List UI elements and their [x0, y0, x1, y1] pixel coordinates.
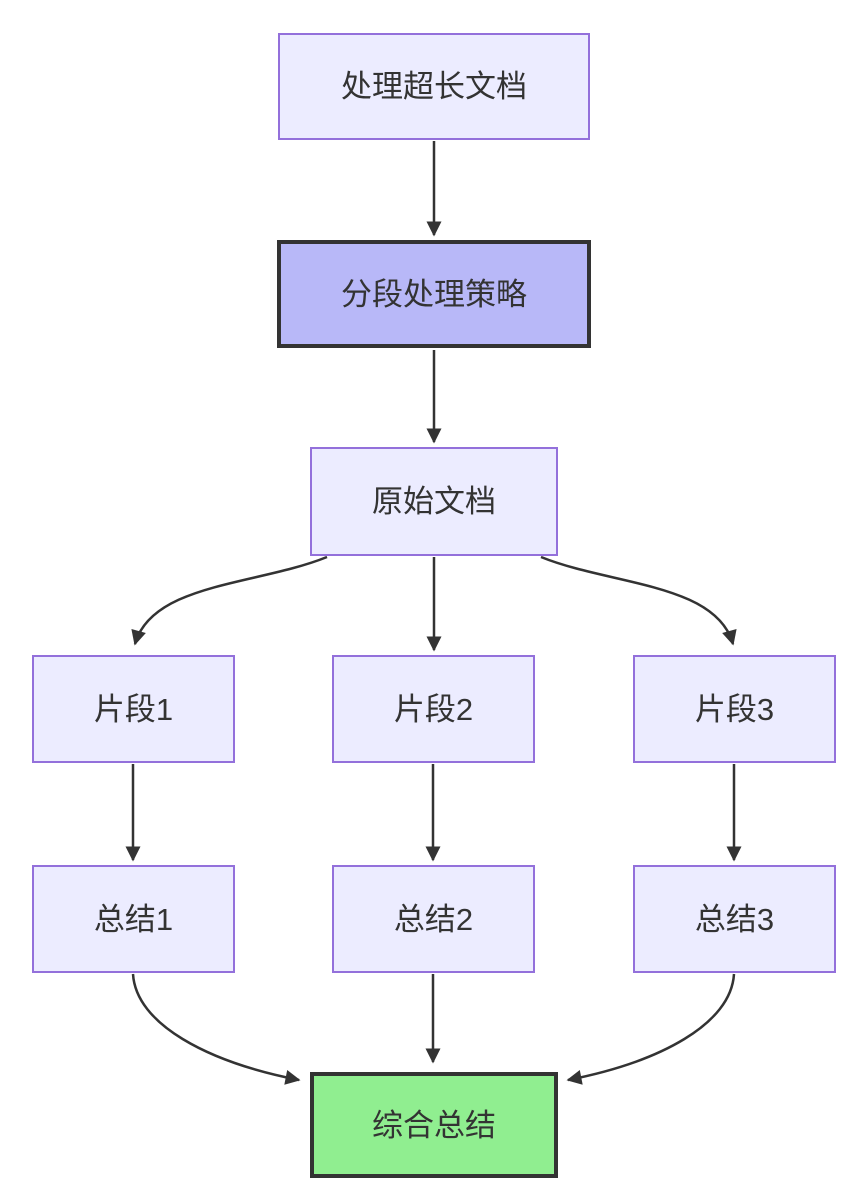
node-fragment-2: 片段2 — [332, 655, 535, 763]
node-label: 片段1 — [93, 691, 174, 727]
node-label: 片段2 — [393, 691, 474, 727]
node-label: 处理超长文档 — [341, 69, 527, 104]
edge-sum1-final — [131, 973, 301, 1085]
node-label: 原始文档 — [372, 484, 496, 519]
node-combined-summary: 综合总结 — [310, 1072, 558, 1178]
node-label: 总结3 — [694, 901, 775, 937]
node-summary-3: 总结3 — [633, 865, 836, 973]
edge-doc-frag1 — [131, 555, 328, 646]
node-fragment-1: 片段1 — [32, 655, 235, 763]
node-process-long-document: 处理超长文档 — [278, 33, 590, 140]
node-label: 总结1 — [93, 901, 174, 937]
edge-doc-frag3 — [540, 555, 737, 646]
node-segmentation-strategy: 分段处理策略 — [277, 240, 591, 348]
node-label: 综合总结 — [372, 1107, 496, 1143]
node-fragment-3: 片段3 — [633, 655, 836, 763]
node-label: 总结2 — [393, 901, 474, 937]
edge-sum3-final — [566, 973, 736, 1085]
node-label: 片段3 — [694, 691, 775, 727]
node-original-document: 原始文档 — [310, 447, 558, 556]
node-summary-1: 总结1 — [32, 865, 235, 973]
node-label: 分段处理策略 — [341, 276, 527, 312]
node-summary-2: 总结2 — [332, 865, 535, 973]
